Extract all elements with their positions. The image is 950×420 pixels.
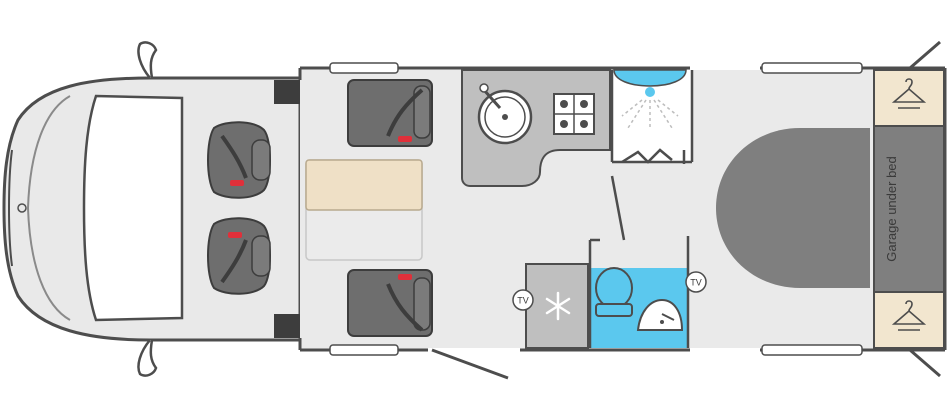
washbasin-tap: [661, 313, 675, 321]
kitchen: [461, 69, 611, 187]
lounge-seat-top-shape: [347, 79, 433, 147]
washbasin-drain: [660, 320, 664, 324]
seatbelt-buckle: [228, 232, 242, 238]
shower-head-icon: [645, 87, 655, 97]
window-bottom-1: [329, 344, 399, 356]
cab-wall-block-bottom: [274, 314, 300, 338]
cab-wall-block-top: [274, 80, 300, 104]
seatbelt-icon: [386, 88, 424, 137]
rear-flare-top: [909, 40, 941, 70]
windscreen: [82, 94, 184, 322]
sink-inner: [484, 96, 526, 138]
lounge-seat-bottom: [347, 269, 433, 337]
tv-label-left: TV: [517, 296, 529, 306]
tv-badge-right: [685, 271, 707, 293]
partitions: [588, 70, 694, 348]
seatbelt-icon: [220, 134, 248, 179]
clothes-hanger-icon: [891, 300, 927, 331]
hob-burner: [580, 120, 588, 128]
fridge-unit: TV: [512, 263, 589, 349]
tv-label-right: TV: [690, 278, 702, 288]
cab-seat-upper: [207, 121, 271, 199]
washroom: [590, 267, 688, 348]
sink-tap: [482, 89, 502, 109]
cab-seat-upper-back: [251, 139, 271, 181]
hob-burner: [560, 120, 568, 128]
toilet-icon: [595, 267, 633, 309]
cab: [2, 41, 302, 377]
cab-badge: [17, 203, 27, 213]
cab-seat-lower-back: [251, 235, 271, 277]
shower: [612, 69, 692, 164]
sink-tap-base: [479, 83, 489, 93]
shower-spray: [621, 99, 679, 130]
mirror-bottom: [137, 339, 158, 377]
shower-tray-curve: [613, 69, 687, 87]
bathroom-door: [610, 175, 626, 241]
snowflake-icon: [545, 291, 571, 321]
garage-compartment: [873, 125, 945, 293]
hob-burner: [580, 100, 588, 108]
seatbelt-buckle: [398, 274, 412, 280]
seatbelt-buckle: [230, 180, 244, 186]
bed-mattress: [716, 128, 870, 288]
clothes-hanger-icon: [891, 78, 927, 109]
rear-storage: Garage under bed: [873, 69, 945, 349]
seatbelt-buckle: [398, 136, 412, 142]
sink-drain: [502, 114, 508, 120]
rear-vent-strip-top: [690, 66, 760, 70]
table-top: [305, 159, 423, 211]
island-bed: [716, 128, 870, 288]
seatbelt-icon: [220, 239, 248, 284]
dining-table: [305, 159, 423, 261]
lounge-seat-top: [347, 79, 433, 147]
toilet-seat-back: [595, 303, 633, 317]
cab-bonnet: [26, 95, 71, 321]
entry-door-gap: [428, 348, 520, 353]
window-bottom-2: [761, 344, 863, 356]
window-top-2: [761, 62, 863, 74]
rear-flare-bottom: [909, 348, 941, 378]
garage-label: Garage under bed: [884, 156, 899, 262]
washbasin-bowl: [636, 298, 684, 331]
washbasin-icon: [636, 298, 684, 331]
window-top-1: [329, 62, 399, 74]
entry-door-leaf[interactable]: [431, 348, 509, 380]
cab-seat-lower: [207, 217, 271, 295]
rear-vent-strip-bottom: [690, 348, 760, 352]
seatbelt-icon: [386, 283, 424, 332]
cab-front-bumper: [8, 149, 13, 267]
mirror-top: [137, 41, 158, 79]
hob-burner: [560, 100, 568, 108]
four-burner-hob-icon: [553, 93, 595, 135]
tv-badge-left: [512, 289, 534, 311]
lounge-seat-top-back: [413, 85, 431, 139]
